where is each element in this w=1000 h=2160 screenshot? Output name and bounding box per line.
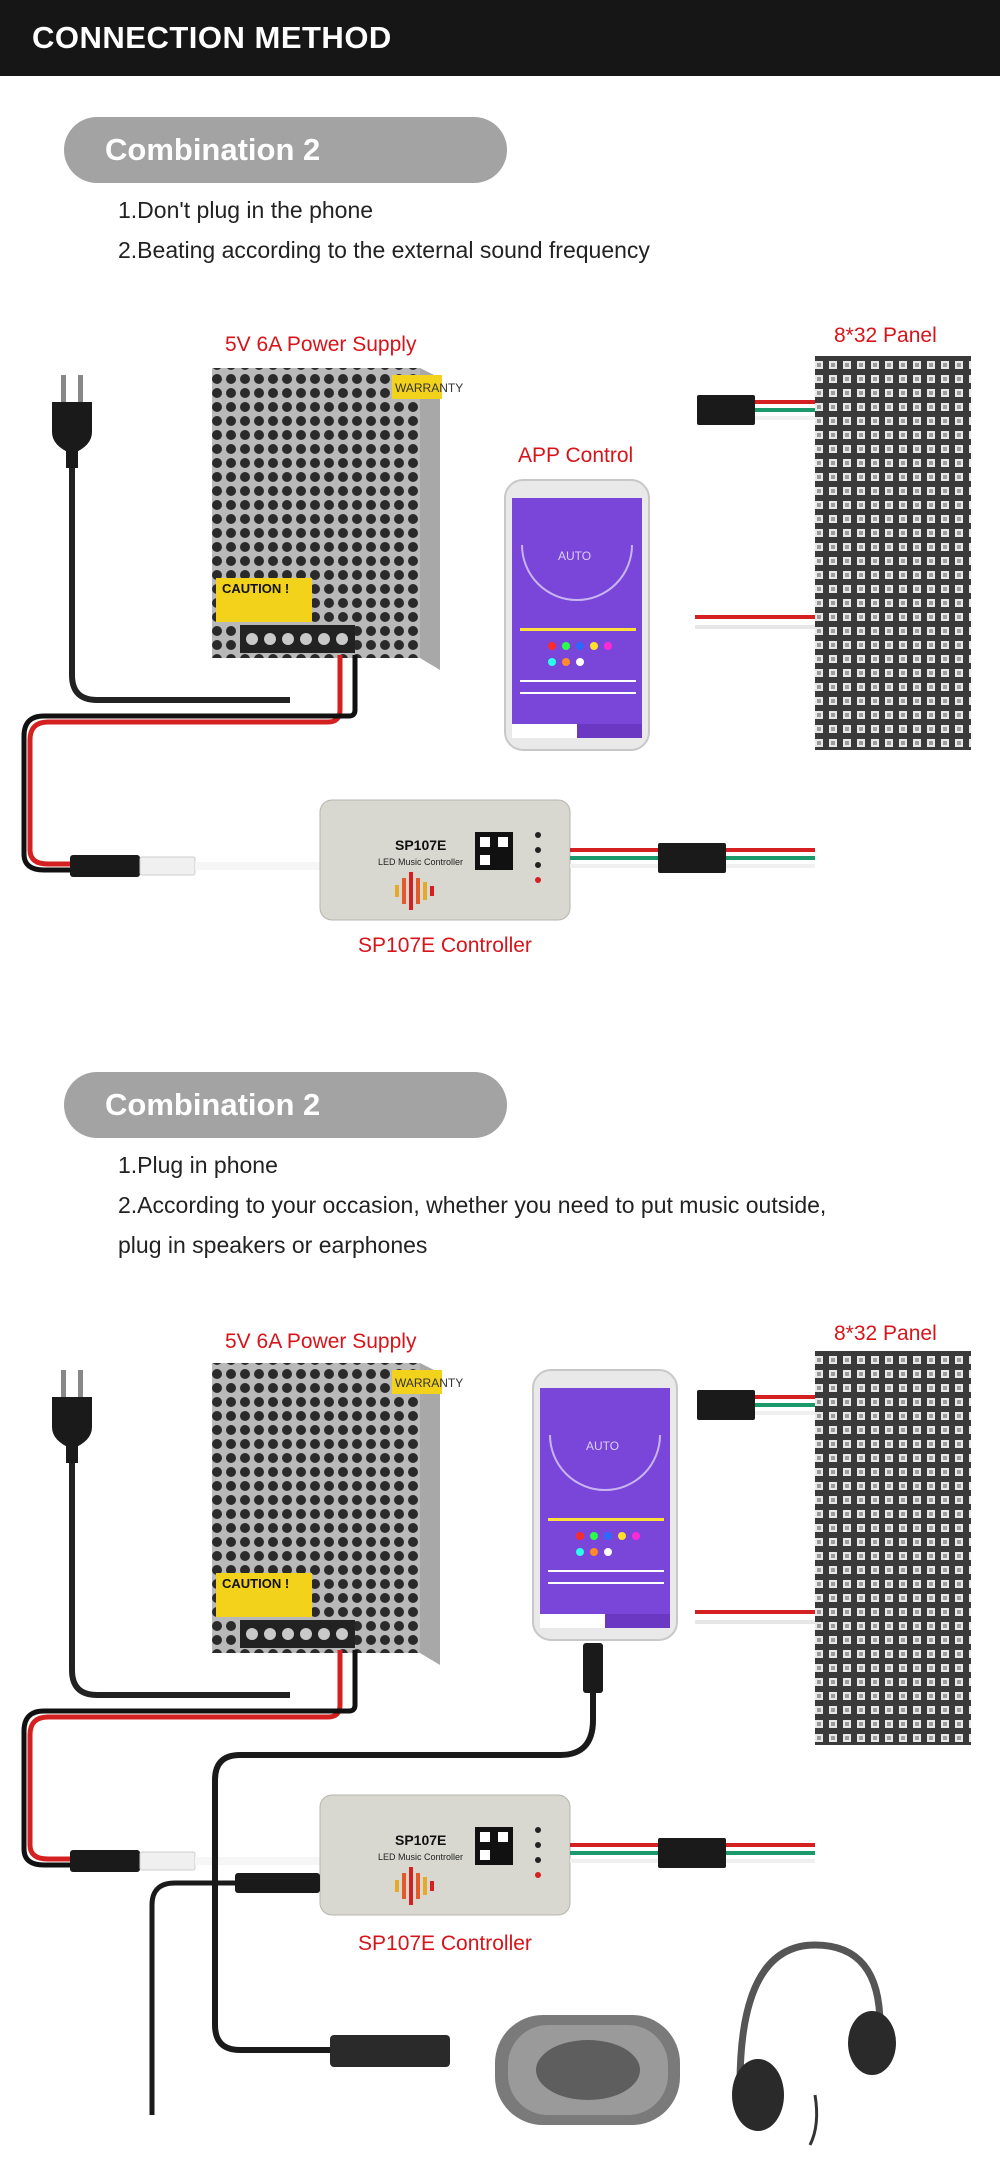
section-title: Combination 2 xyxy=(105,132,321,167)
power-supply-icon: WARRANTY CAUTION ! xyxy=(212,1363,463,1665)
controller-subtitle: LED Music Controller xyxy=(378,857,463,867)
section-title-pill: Combination 2 xyxy=(64,117,507,183)
caution-label: CAUTION ! xyxy=(222,1576,289,1591)
ac-cord xyxy=(69,1463,290,1698)
wiring-diagram-2: WARRANTY CAUTION ! AUTO xyxy=(21,1351,971,2146)
section-title-pill: Combination 2 xyxy=(64,1072,507,1138)
app-mode-text: AUTO xyxy=(558,549,591,563)
led-panel-icon xyxy=(815,356,971,750)
phone-audio-plug xyxy=(583,1643,603,1693)
aux-in-plug xyxy=(235,1873,320,1893)
controller-subtitle: LED Music Controller xyxy=(378,1852,463,1862)
instruction-line: 2.According to your occasion, whether yo… xyxy=(118,1192,827,1218)
power-supply-label: 5V 6A Power Supply xyxy=(225,1330,417,1353)
headphones-icon xyxy=(732,1941,896,2146)
controller-model-text: SP107E xyxy=(395,1832,446,1848)
caution-label: CAUTION ! xyxy=(222,581,289,596)
wall-plug-icon xyxy=(52,1370,92,1463)
color-dots xyxy=(548,642,612,666)
aux-in-cable xyxy=(149,1880,235,2115)
ac-cord xyxy=(69,468,290,703)
dc-barrel-jack xyxy=(70,855,325,877)
dc-black-wire xyxy=(21,1650,358,1868)
power-supply-label: 5V 6A Power Supply xyxy=(225,333,417,356)
panel-label: 8*32 Panel xyxy=(834,324,937,347)
controller-model-text: SP107E xyxy=(395,837,446,853)
warranty-sticker: WARRANTY xyxy=(395,1376,463,1390)
header-bar: CONNECTION METHOD xyxy=(0,0,1000,76)
panel-label: 8*32 Panel xyxy=(834,1322,937,1345)
color-dots xyxy=(576,1532,640,1556)
wall-plug-icon xyxy=(52,375,92,468)
instruction-line: 1.Plug in phone xyxy=(118,1152,278,1178)
controller-label: SP107E Controller xyxy=(358,1932,532,1955)
power-supply-icon: WARRANTY CAUTION ! xyxy=(212,368,463,670)
app-control-label: APP Control xyxy=(518,444,634,467)
sound-wave-graphic xyxy=(395,1867,434,1905)
instruction-line: plug in speakers or earphones xyxy=(118,1232,428,1258)
led-panel-icon xyxy=(815,1351,971,1745)
jst-connector-bottom xyxy=(570,843,815,873)
wiring-diagram-1: WARRANTY CAUTION ! SP107E LED Music Cont… xyxy=(21,356,971,921)
section-title: Combination 2 xyxy=(105,1087,321,1122)
sound-wave-graphic xyxy=(395,872,434,910)
sp107e-controller-icon: SP107E LED Music Controller xyxy=(319,1794,571,1916)
jst-connector-bottom xyxy=(570,1838,815,1868)
speaker-icon xyxy=(495,2015,680,2125)
audio-extension-jack xyxy=(330,2035,450,2067)
page-title: CONNECTION METHOD xyxy=(32,20,392,55)
jst-connector-top xyxy=(697,1390,815,1420)
app-mode-text: AUTO xyxy=(586,1439,619,1453)
smartphone-icon: AUTO xyxy=(504,479,650,751)
controller-label: SP107E Controller xyxy=(358,934,532,957)
instruction-line: 1.Don't plug in the phone xyxy=(118,197,374,223)
phone-audio-cable xyxy=(212,1693,596,2053)
dc-black-wire xyxy=(21,655,358,873)
jst-connector-top xyxy=(697,395,815,425)
smartphone-icon: AUTO xyxy=(532,1369,678,1641)
dc-barrel-jack xyxy=(70,1850,325,1872)
instruction-line: 2.Beating according to the external soun… xyxy=(118,237,650,263)
warranty-sticker: WARRANTY xyxy=(395,381,463,395)
sp107e-controller-icon: SP107E LED Music Controller xyxy=(319,799,571,921)
